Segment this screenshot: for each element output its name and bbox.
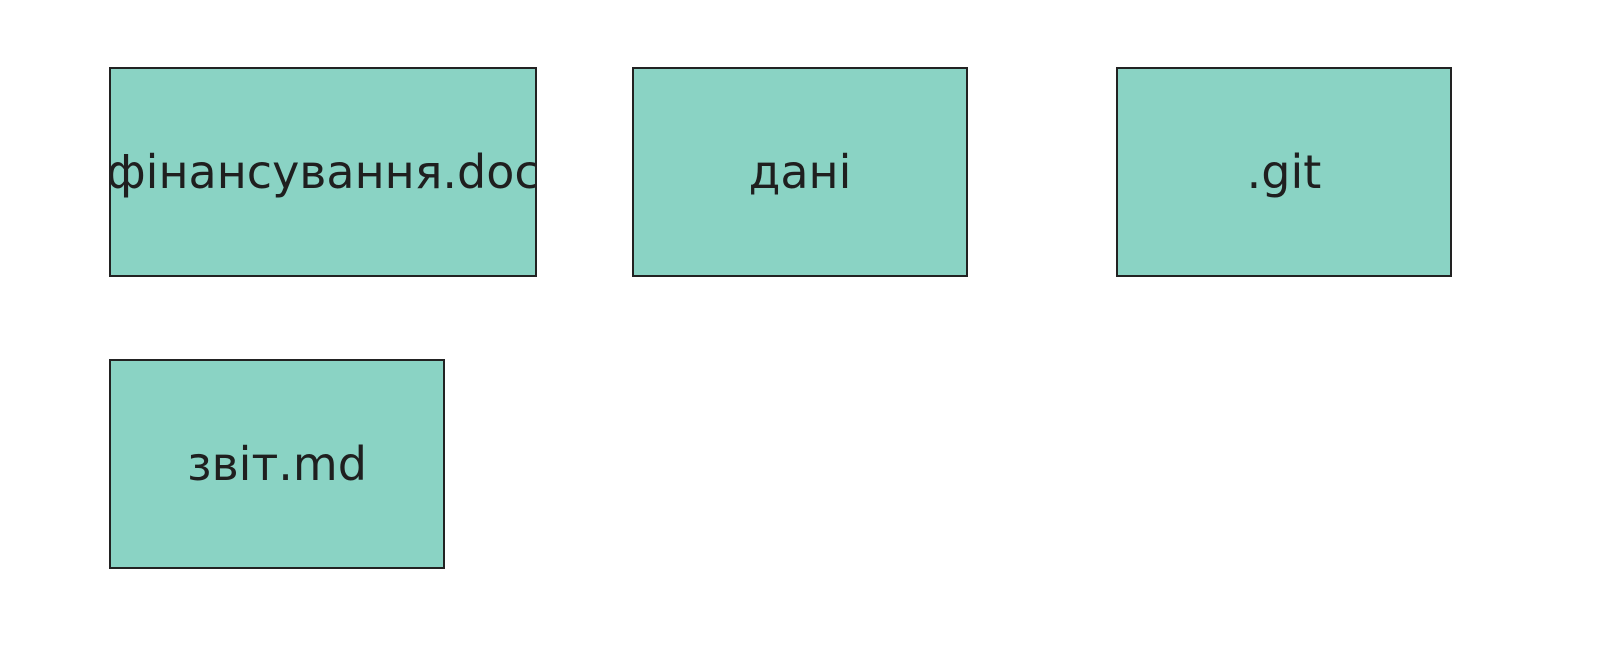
file-node-financing-doc: фінансування.doc [109, 67, 537, 277]
node-label: фінансування.doc [109, 145, 537, 199]
node-label: .git [1246, 145, 1322, 199]
folder-node-git: .git [1116, 67, 1452, 277]
file-node-report-md: звіт.md [109, 359, 445, 569]
node-label: дані [748, 145, 852, 199]
folder-node-data: дані [632, 67, 968, 277]
node-label: звіт.md [187, 437, 367, 491]
